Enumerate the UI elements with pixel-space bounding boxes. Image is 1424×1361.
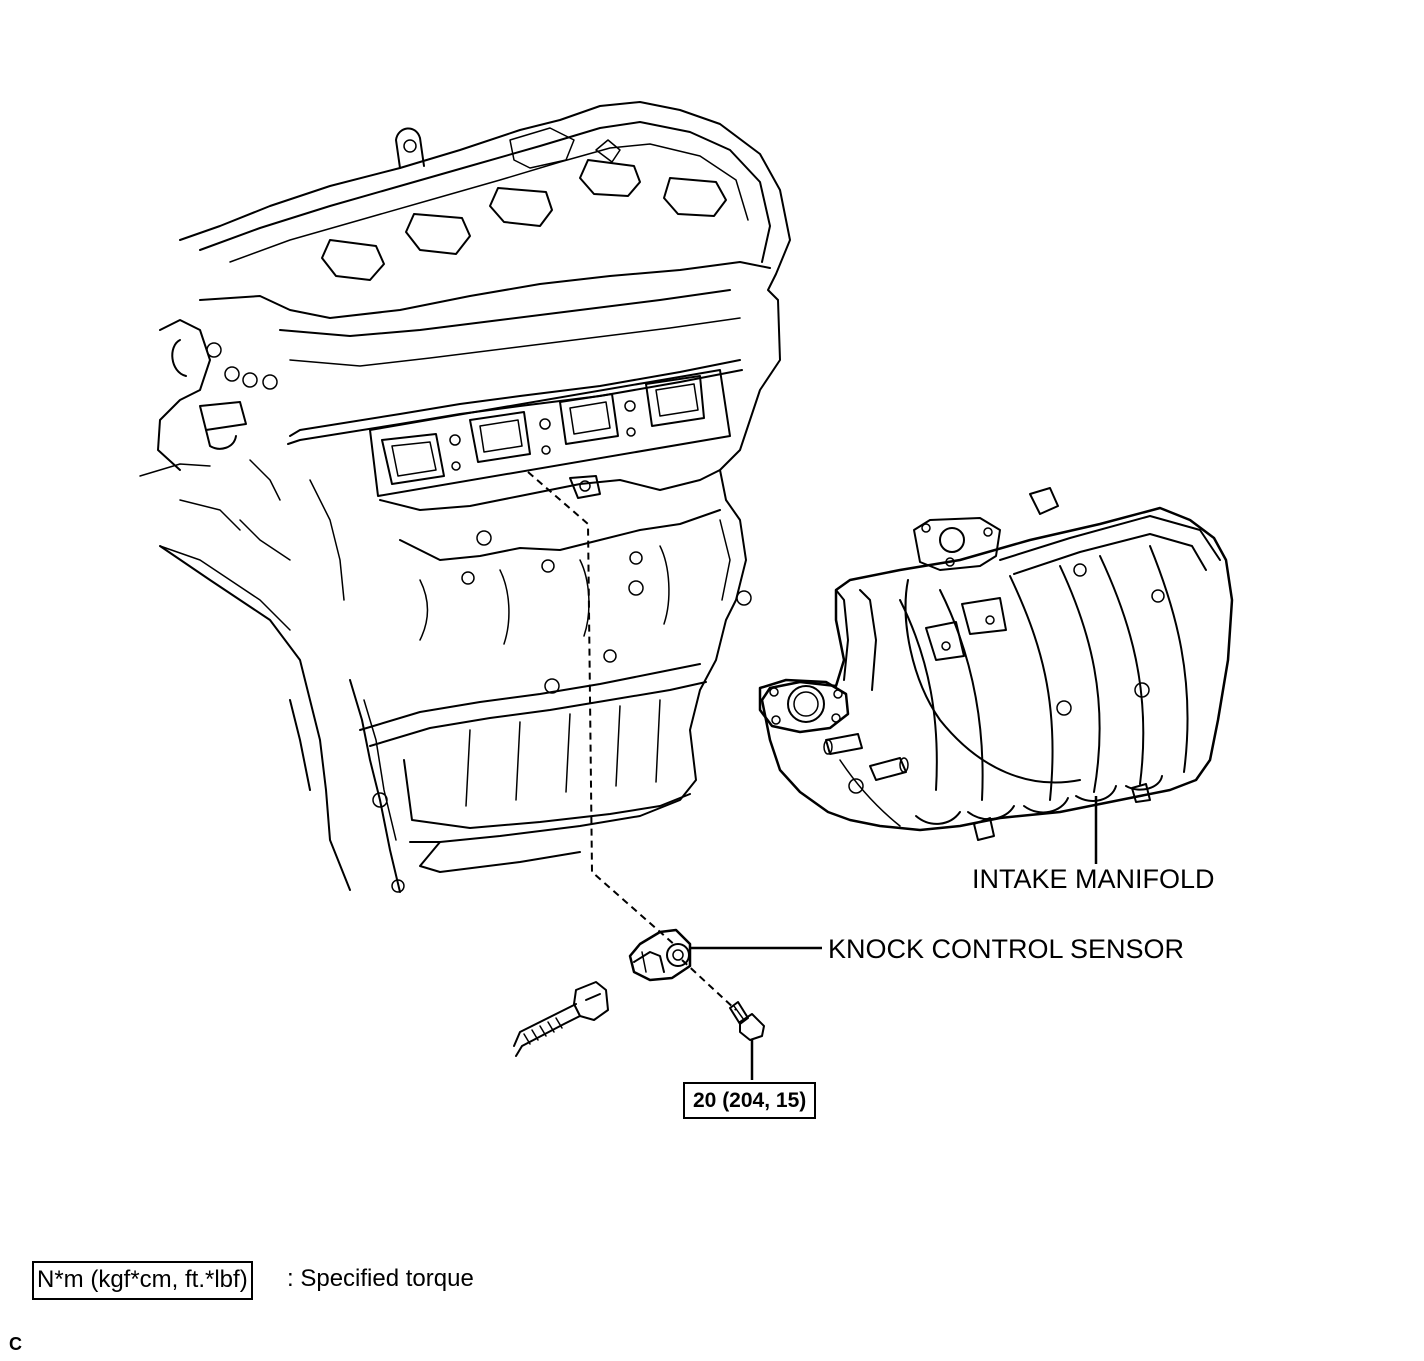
intake-manifold-label: INTAKE MANIFOLD — [972, 864, 1215, 894]
bolt-torque-box: 20 (204, 15) — [683, 1082, 817, 1119]
torque-unit-legend-box: N*m (kgf*cm, ft.*lbf) — [32, 1261, 253, 1300]
knock-control-sensor-part — [628, 928, 692, 982]
engine-assembly — [139, 101, 791, 893]
figure-code-letter: C — [9, 1334, 22, 1354]
assembly-lines — [527, 471, 1098, 1080]
sensor-connector-harness — [513, 981, 609, 1057]
knock-control-sensor-label: KNOCK CONTROL SENSOR — [828, 934, 1185, 964]
knock-sensor-bolt — [729, 1001, 765, 1041]
torque-legend-description: : Specified torque — [287, 1265, 474, 1292]
intake-manifold-part — [758, 487, 1234, 841]
